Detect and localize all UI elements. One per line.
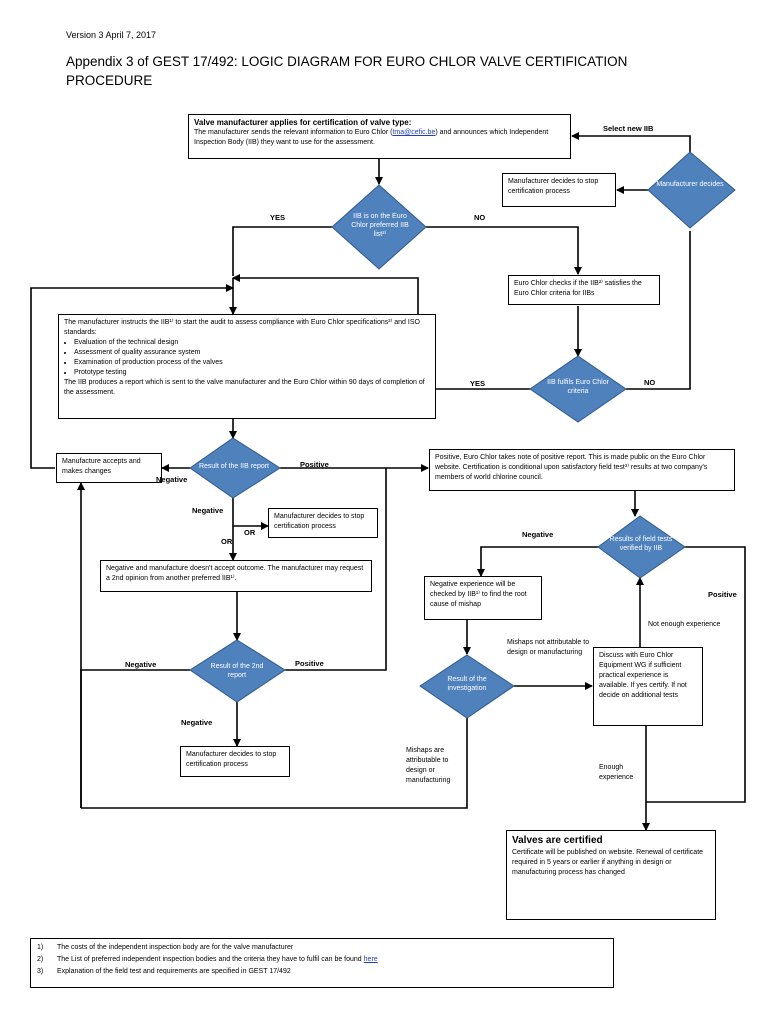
- stop-text-2: Manufacturer decides to stop certificati…: [274, 513, 365, 530]
- label-no-2: NO: [644, 378, 656, 387]
- label-positive-3: Positive: [708, 590, 737, 599]
- here-link[interactable]: here: [363, 956, 378, 963]
- diamond-result-iib: [189, 437, 281, 499]
- certified-text: Certificate will be published on website…: [512, 849, 704, 876]
- label-positive-1: Positive: [300, 460, 329, 469]
- label-negative-1: Negative: [156, 475, 188, 484]
- edge-yes-1: [232, 226, 332, 276]
- footnote-1: 1)The costs of the independent inspectio…: [37, 944, 294, 951]
- footnotes: 1)The costs of the independent inspectio…: [30, 938, 614, 988]
- euro-chlor-checks-box: Euro Chlor checks if the IIB²⁾ satisfies…: [508, 275, 660, 305]
- stop-box-2: Manufacturer decides to stop certificati…: [268, 508, 378, 538]
- instructs-list: Evaluation of the technical design Asses…: [64, 338, 430, 378]
- label-not-enough: Not enough experience: [648, 621, 721, 628]
- accepts-changes-text: Manufacture accepts and makes changes: [62, 458, 141, 475]
- manufacturer-decides-label: Manufacturer decides: [656, 181, 724, 188]
- positive-report-text: Positive, Euro Chlor takes note of posit…: [435, 454, 708, 481]
- diamond-iib-preferred: [331, 184, 427, 270]
- version-text: Version 3 April 7, 2017: [66, 30, 157, 40]
- instructs-text: The manufacturer instructs the IIB¹⁾ to …: [64, 319, 420, 336]
- diamond-iib-fulfils: [529, 355, 627, 423]
- label-enough: Enough experience: [599, 764, 634, 781]
- email-link[interactable]: tma@cefic.be: [392, 129, 436, 136]
- instructs-box: The manufacturer instructs the IIB¹⁾ to …: [58, 314, 436, 419]
- edge-field-positive: [646, 546, 746, 803]
- footnote-2: 2)The List of preferred independent insp…: [37, 956, 378, 963]
- label-or-1: OR: [244, 528, 256, 537]
- apply-box: Valve manufacturer applies for certifica…: [188, 114, 571, 159]
- instructs-item: Assessment of quality assurance system: [74, 348, 430, 358]
- edge-accepts-loop: [30, 284, 234, 469]
- label-mishaps-not: Mishaps not attributable to design or ma…: [507, 639, 590, 656]
- edge-no-1: [426, 226, 582, 275]
- apply-text-b: ) and announces which Independent Inspec…: [194, 129, 549, 146]
- edge-no-2: [626, 231, 691, 390]
- label-positive-2: Positive: [295, 659, 324, 668]
- label-negative-3: Negative: [125, 660, 157, 669]
- negative-not-accept-text: Negative and manufacture doesn't accept …: [106, 565, 364, 582]
- label-negative-4: Negative: [181, 718, 213, 727]
- field-tests-label: Results of field tests verified by IIB: [609, 536, 673, 552]
- iib-fulfils-label: IIB fulfils Euro Chlor criteria: [547, 379, 609, 395]
- label-negative-2: Negative: [192, 506, 224, 515]
- apply-text-a: The manufacturer sends the relevant info…: [194, 129, 393, 136]
- instructs-item: Evaluation of the technical design: [74, 338, 430, 348]
- label-no-1: NO: [474, 213, 486, 222]
- label-yes-2: YES: [470, 379, 486, 388]
- result-iib-label: Result of the IIB report: [198, 463, 270, 470]
- label-mishaps-are: Mishaps are attributable to design or ma…: [406, 747, 451, 784]
- footnote-3: 3)Explanation of the field test and requ…: [37, 968, 291, 975]
- positive-report-box: Positive, Euro Chlor takes note of posit…: [429, 449, 735, 491]
- edge-field-negative: [477, 546, 600, 577]
- instructs-item: Examination of production process of the…: [74, 358, 430, 368]
- label-negative-5: Negative: [522, 530, 554, 539]
- edge-2nd-positive: [285, 468, 387, 671]
- edge-select-new-iib: [571, 132, 691, 160]
- apply-heading: Valve manufacturer applies for certifica…: [194, 118, 412, 127]
- certified-box: Valves are certified Certificate will be…: [506, 830, 716, 920]
- result-2nd-label: Result of the 2nd report: [210, 663, 264, 679]
- discuss-wg-box: Discuss with Euro Chlor Equipment WG if …: [593, 647, 703, 726]
- negative-experience-box: Negative experience will be checked by I…: [424, 576, 542, 620]
- instructs-report: The IIB produces a report which is sent …: [64, 379, 425, 396]
- stop-box-3: Manufacturer decides to stop certificati…: [180, 746, 290, 777]
- diamond-result-2nd: [189, 639, 286, 703]
- diamond-field-tests: [597, 515, 686, 579]
- edge-investigation-loop: [81, 716, 468, 809]
- negative-experience-text: Negative experience will be checked by I…: [430, 581, 527, 608]
- stop-text-3: Manufacturer decides to stop certificati…: [186, 751, 277, 768]
- instructs-item: Prototype testing: [74, 368, 430, 378]
- diamond-manufacturer-decides: [647, 151, 736, 229]
- label-or-2: OR: [221, 537, 233, 546]
- page-title: Appendix 3 of GEST 17/492: LOGIC DIAGRAM…: [66, 54, 628, 88]
- accepts-changes-box: Manufacture accepts and makes changes: [56, 453, 162, 483]
- label-yes-1: YES: [270, 213, 286, 222]
- negative-not-accept-box: Negative and manufacture doesn't accept …: [100, 560, 372, 592]
- certified-heading: Valves are certified: [512, 835, 603, 846]
- discuss-wg-text: Discuss with Euro Chlor Equipment WG if …: [599, 652, 687, 699]
- investigation-label: Result of the investigation: [447, 676, 487, 692]
- diamond-investigation: [419, 654, 515, 719]
- label-select-new-iib: Select new IIB: [603, 124, 654, 133]
- stop-box-1: Manufacturer decides to stop certificati…: [502, 173, 616, 207]
- euro-chlor-checks-text: Euro Chlor checks if the IIB²⁾ satisfies…: [514, 280, 642, 297]
- iib-preferred-label: IIB is on the Euro Chlor preferred IIB l…: [351, 213, 409, 238]
- stop-text-1: Manufacturer decides to stop certificati…: [508, 178, 599, 195]
- edge-2nd-negative: [80, 669, 190, 808]
